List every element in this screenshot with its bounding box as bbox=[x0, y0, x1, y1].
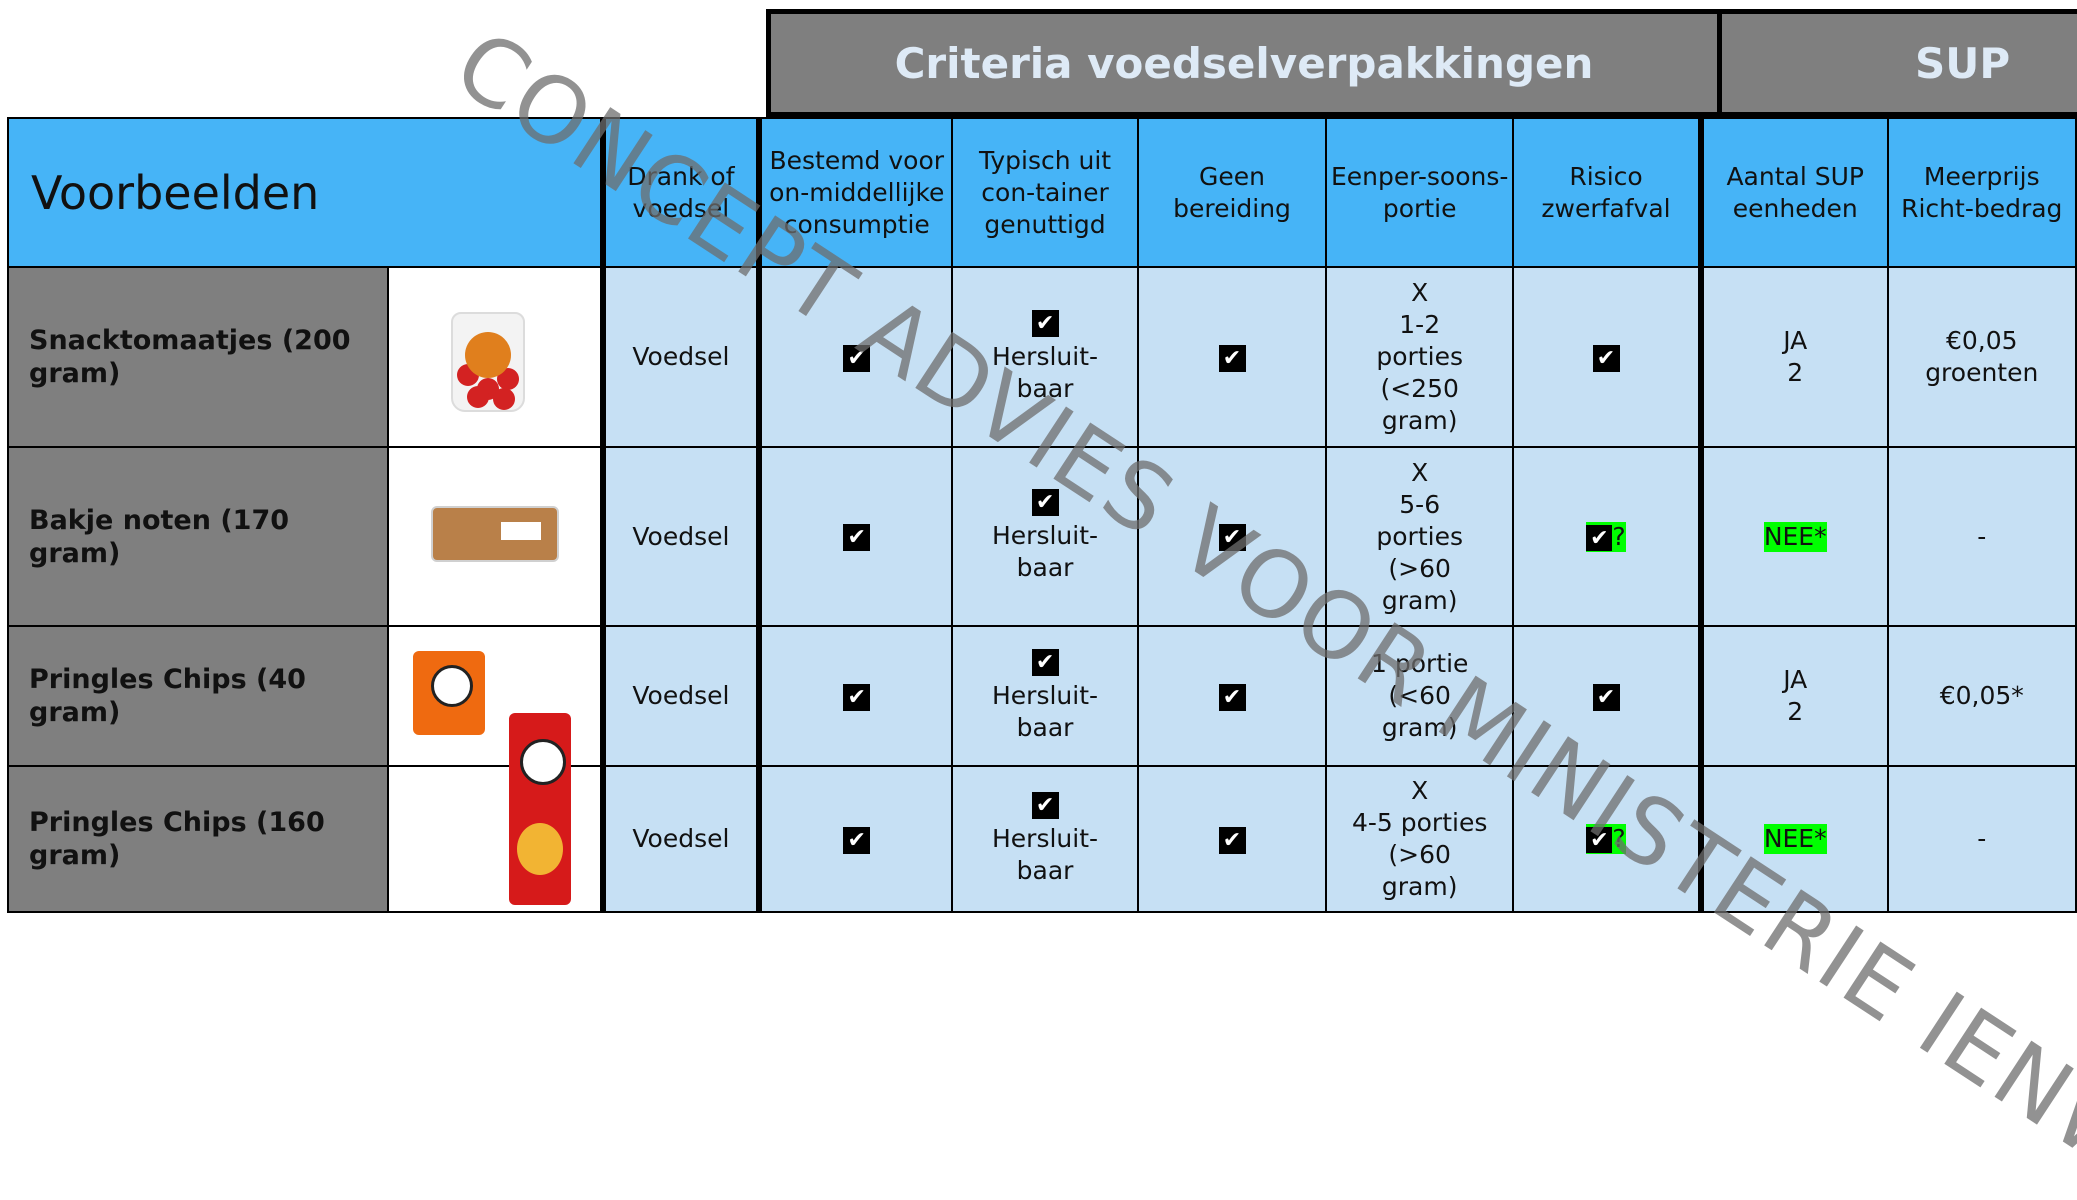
product-name: Bakje noten (170 gram) bbox=[7, 446, 389, 627]
checkbox-checked-icon: ✔ bbox=[843, 524, 871, 551]
criteria-table: Voorbeelden Drank of voedsel Bestemd voo… bbox=[7, 117, 2077, 913]
col-drank-voedsel: Drank of voedsel bbox=[599, 117, 761, 268]
aantal-sup-highlight: NEE* bbox=[1763, 824, 1827, 854]
table-row: Snacktomaatjes (200 gram) Voedsel ✔ ✔ Her… bbox=[7, 266, 2077, 448]
bestemd-cell: ✔ bbox=[756, 765, 954, 913]
typisch-cell: ✔ Hersluit-baar bbox=[951, 765, 1139, 913]
product-name: Pringles Chips (40 gram) bbox=[7, 625, 389, 767]
typisch-text: Hersluit-baar bbox=[992, 341, 1099, 403]
meerprijs-cell: €0,05 groenten bbox=[1886, 266, 2077, 448]
col-bestemd: Bestemd voor on-middellijke consumptie bbox=[756, 117, 954, 268]
portie-cell: X 1-2 porties (<250 gram) bbox=[1325, 266, 1515, 448]
aantal-sup-cell: NEE* bbox=[1697, 765, 1889, 913]
drank-voedsel-cell: Voedsel bbox=[599, 765, 761, 913]
col-eenpersoonsportie: Eenper-soons-portie bbox=[1325, 117, 1515, 268]
aantal-sup-cell: NEE* bbox=[1697, 446, 1889, 627]
snacktomaatjes-picture bbox=[450, 312, 525, 412]
bakje-noten-picture bbox=[430, 506, 559, 562]
typisch-text: Hersluit-baar bbox=[992, 680, 1099, 742]
checkbox-checked-icon: ✔ bbox=[1586, 524, 1613, 551]
criteria-title: Criteria voedselverpakkingen bbox=[894, 38, 1594, 88]
checkbox-checked-icon: ✔ bbox=[1218, 683, 1246, 711]
portie-cell: X 4-5 porties (>60 gram) bbox=[1325, 765, 1515, 913]
table-row: Bakje noten (170 gram) Voedsel ✔ ✔ Herslu… bbox=[7, 446, 2077, 627]
aantal-sup-cell: JA 2 bbox=[1697, 625, 1889, 767]
typisch-text: Hersluit-baar bbox=[992, 823, 1099, 885]
zwerfafval-cell: ✔ bbox=[1512, 625, 1702, 767]
typisch-text: Hersluit-baar bbox=[992, 521, 1099, 582]
col-geen-bereiding: Geen bereiding bbox=[1136, 117, 1328, 268]
drank-voedsel-cell: Voedsel bbox=[599, 625, 761, 767]
drank-voedsel-cell: Voedsel bbox=[599, 266, 761, 448]
checkbox-checked-icon: ✔ bbox=[1031, 648, 1059, 676]
checkbox-checked-icon: ✔ bbox=[843, 344, 871, 372]
col-meerprijs: Meerprijs Richt-bedrag bbox=[1886, 117, 2077, 268]
checkbox-checked-icon: ✔ bbox=[1031, 309, 1059, 337]
zwerfafval-highlight: ✔? bbox=[1586, 521, 1626, 552]
aantal-sup-highlight: NEE* bbox=[1763, 521, 1827, 552]
checkbox-checked-icon: ✔ bbox=[843, 826, 871, 854]
geen-bereiding-cell: ✔ bbox=[1136, 765, 1328, 913]
zwerfafval-question: ? bbox=[1612, 824, 1626, 853]
col-aantal-sup: Aantal SUP eenheden bbox=[1697, 117, 1889, 268]
aantal-sup-cell: JA 2 bbox=[1697, 266, 1889, 448]
typisch-cell: ✔ Hersluit-baar bbox=[951, 625, 1139, 767]
pringles-40g-picture bbox=[412, 651, 485, 735]
geen-bereiding-cell: ✔ bbox=[1136, 625, 1328, 767]
product-name: Pringles Chips (160 gram) bbox=[7, 765, 389, 913]
product-image bbox=[386, 266, 604, 448]
checkbox-checked-icon: ✔ bbox=[1218, 524, 1246, 551]
col-typisch: Typisch uit con-tainer genuttigd bbox=[951, 117, 1139, 268]
checkbox-checked-icon: ✔ bbox=[1031, 489, 1059, 516]
checkbox-checked-icon: ✔ bbox=[843, 683, 871, 711]
zwerfafval-highlight: ✔? bbox=[1586, 824, 1626, 854]
col-risico-zwerfafval: Risico zwerfafval bbox=[1512, 117, 1702, 268]
typisch-cell: ✔ Hersluit-baar bbox=[951, 446, 1139, 627]
zwerfafval-cell: ✔? bbox=[1512, 446, 1702, 627]
portie-cell: X 5-6 porties (>60 gram) bbox=[1325, 446, 1515, 627]
pringles-160g-picture bbox=[508, 713, 571, 905]
header-row: Voorbeelden Drank of voedsel Bestemd voo… bbox=[7, 117, 2077, 268]
bestemd-cell: ✔ bbox=[756, 266, 954, 448]
zwerfafval-cell: ✔ bbox=[1512, 266, 1702, 448]
checkbox-checked-icon: ✔ bbox=[1031, 791, 1059, 819]
geen-bereiding-cell: ✔ bbox=[1136, 446, 1328, 627]
portie-cell: 1 portie (<60 gram) bbox=[1325, 625, 1515, 767]
geen-bereiding-cell: ✔ bbox=[1136, 266, 1328, 448]
slide: Criteria voedselverpakkingen SUP Voorbee… bbox=[7, 9, 2077, 1200]
product-image bbox=[386, 446, 604, 627]
checkbox-checked-icon: ✔ bbox=[1592, 683, 1620, 711]
checkbox-checked-icon: ✔ bbox=[1218, 344, 1246, 372]
product-name: Snacktomaatjes (200 gram) bbox=[7, 266, 389, 448]
typisch-cell: ✔ Hersluit-baar bbox=[951, 266, 1139, 448]
drank-voedsel-cell: Voedsel bbox=[599, 446, 761, 627]
meerprijs-cell: €0,05* bbox=[1886, 625, 2077, 767]
bestemd-cell: ✔ bbox=[756, 625, 954, 767]
bestemd-cell: ✔ bbox=[756, 446, 954, 627]
sup-header: SUP bbox=[1717, 9, 2077, 117]
zwerfafval-question: ? bbox=[1612, 521, 1626, 551]
meerprijs-cell: - bbox=[1886, 765, 2077, 913]
checkbox-checked-icon: ✔ bbox=[1592, 344, 1620, 372]
product-image bbox=[386, 625, 604, 905]
zwerfafval-cell: ✔? bbox=[1512, 765, 1702, 913]
table-row: Pringles Chips (40 gram) Voedsel ✔ ✔ Hers… bbox=[7, 625, 2077, 905]
meerprijs-cell: - bbox=[1886, 446, 2077, 627]
table-row: Pringles Chips (160 gram) Voedsel ✔ ✔ Her… bbox=[7, 765, 2077, 913]
checkbox-checked-icon: ✔ bbox=[1586, 827, 1613, 853]
criteria-header: Criteria voedselverpakkingen bbox=[766, 9, 1722, 117]
voorbeelden-header: Voorbeelden bbox=[7, 117, 604, 268]
checkbox-checked-icon: ✔ bbox=[1218, 826, 1246, 854]
sup-title: SUP bbox=[1915, 38, 2011, 88]
